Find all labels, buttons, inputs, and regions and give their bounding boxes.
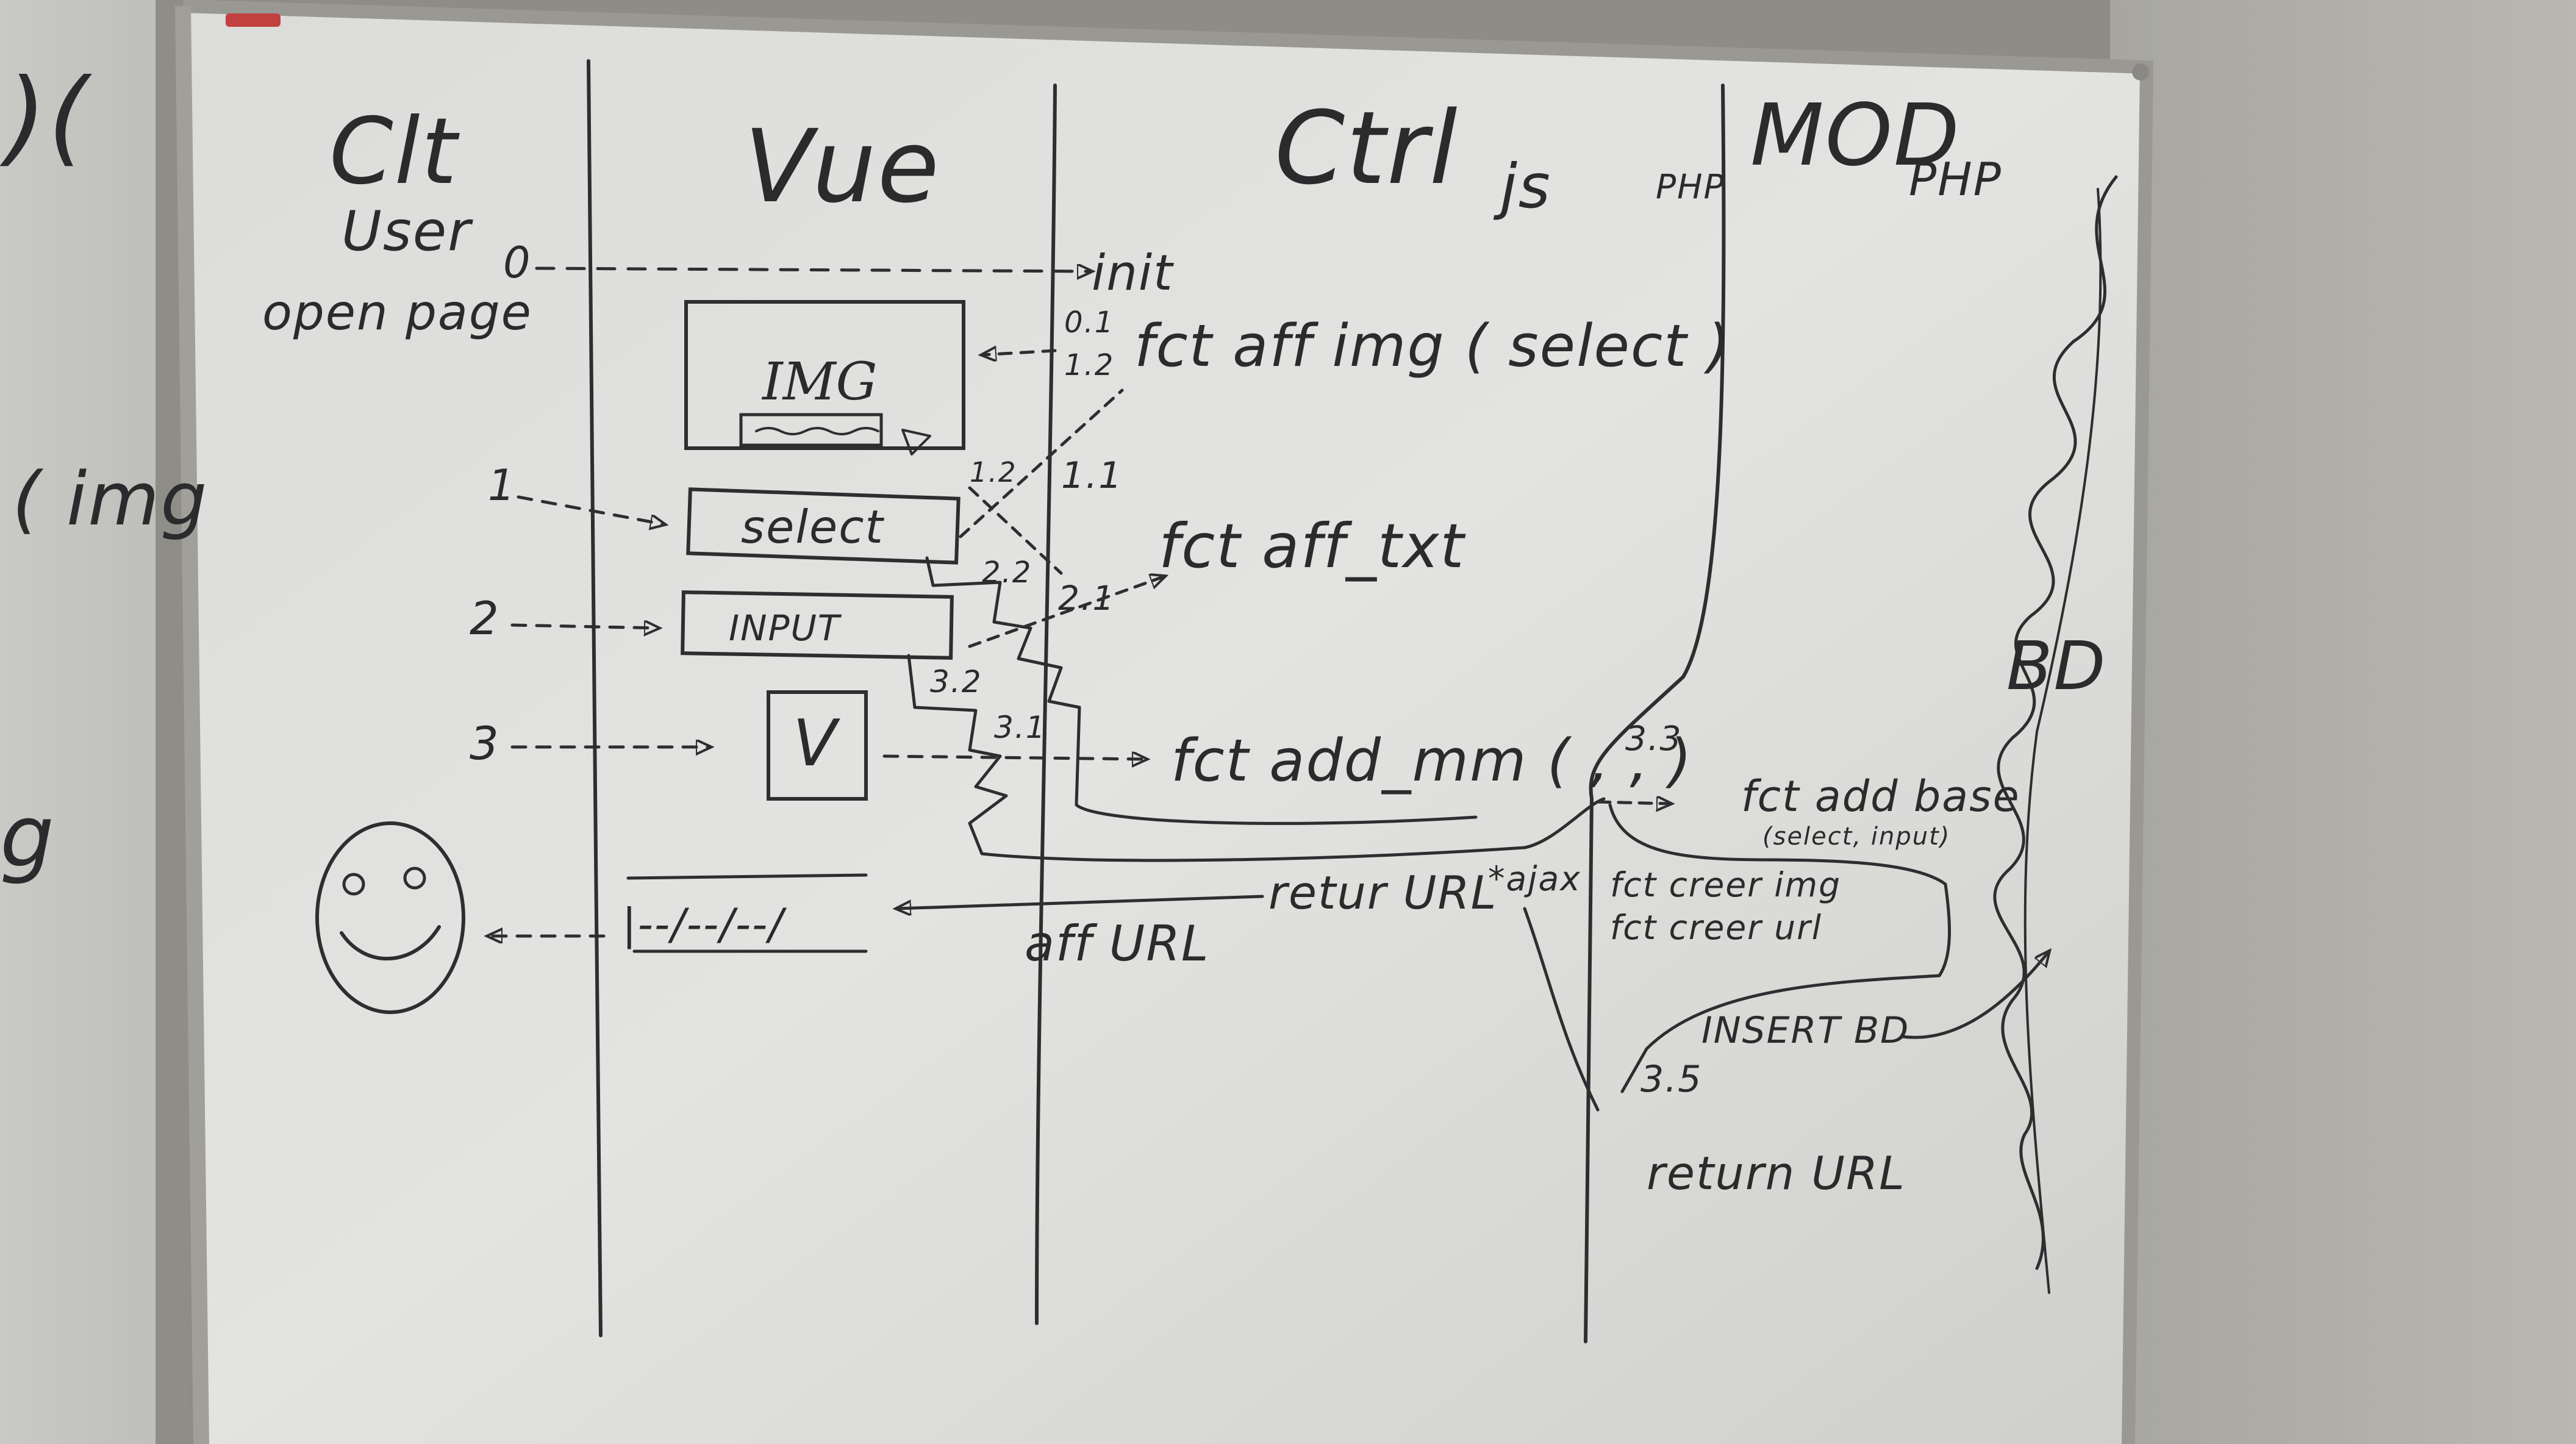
step-1-2b-label: 1.2 (970, 456, 1017, 488)
img-corner-arrow (901, 429, 931, 456)
ajax-label: *ajax (1488, 859, 1581, 898)
step-1-label: 1 (488, 460, 517, 510)
left-board (0, 0, 183, 1444)
red-marker (226, 13, 281, 27)
input-flow-zigzag (907, 654, 1606, 862)
add-mm-to-add-base-arrow (1596, 802, 1671, 804)
step-0-label: 0 (503, 238, 532, 288)
model-return-url-label: return URL (1647, 1146, 1906, 1200)
column-header-mod-php: PHP (1909, 152, 2002, 206)
step-3-2-label: 3.2 (930, 664, 982, 699)
aff-img-arrow (982, 351, 1057, 355)
step-2-2-label: 2.2 (982, 556, 1032, 590)
select-arrow (517, 495, 665, 524)
wall-background (2110, 0, 2576, 1444)
fct-creer-url-label: fct creer url (1610, 908, 1822, 947)
input-to-aff-txt-arrow (968, 576, 1165, 648)
init-arrow (535, 268, 1092, 271)
database-edge-line (2023, 188, 2102, 1294)
column-header-ctrl: Ctrl (1275, 90, 1459, 207)
column-header-mod: MOD (1750, 86, 1961, 185)
column-header-ctrl-js: js (1493, 151, 1551, 222)
url-bar-top-line (626, 873, 868, 880)
img-box (684, 300, 965, 450)
url-bar-label: |--/--/--/ (622, 899, 787, 949)
divider-clt-vue (587, 59, 603, 1337)
left-fragment-bottom: g (0, 787, 55, 887)
validate-box (767, 690, 868, 801)
left-fragment-top: )( (0, 57, 92, 177)
validate-box-label: V (793, 706, 840, 781)
fct-add-mm-label: fct add_mm ( , , ) (1171, 727, 1693, 795)
input-arrow (510, 625, 659, 628)
select-box-label: select (741, 500, 884, 554)
step-3-3-label: 3.3 (1625, 719, 1682, 758)
validate-to-add-mm-arrow (882, 756, 1147, 759)
select-to-ctrl-arrow (959, 388, 1124, 538)
client-user-label: User (342, 199, 473, 263)
init-label: init (1092, 245, 1174, 301)
user-smiley-icon (315, 821, 465, 1014)
img-caption-box (739, 413, 883, 447)
step-1-2-label: 1.2 (1064, 348, 1114, 382)
column-header-ctrl-php: PHP (1656, 167, 1725, 206)
return-url-arrow (896, 895, 1264, 909)
database-label: BD (2006, 627, 2106, 705)
divider-ctrl-mod (1584, 84, 1726, 1343)
fct-creer-img-label: fct creer img (1610, 865, 1841, 904)
board-frame-left (175, 5, 209, 1444)
step-3-1-label: 3.1 (994, 710, 1046, 745)
input-box (681, 590, 954, 660)
insert-bd-label: INSERT BD (1701, 1009, 1909, 1052)
input-box-label: INPUT (729, 607, 842, 649)
step-3-label: 3 (470, 717, 500, 770)
ajax-loop-path (1608, 803, 1952, 1093)
fct-aff-img-label: fct aff img ( select ) (1134, 313, 1731, 380)
step-1-1-label: 1.1 (1061, 454, 1123, 497)
frame-screw (2132, 63, 2149, 80)
select-box (686, 487, 961, 565)
database-squiggle (1993, 175, 2118, 1270)
select-dotted-cross (968, 486, 1063, 575)
insert-bd-arrow (1901, 951, 2049, 1039)
step-0-1-label: 0.1 (1064, 306, 1114, 340)
return-url-label: retur URL (1268, 866, 1497, 920)
step-2-label: 2 (470, 592, 500, 645)
column-header-vue: Vue (744, 108, 940, 225)
divider-vue-ctrl (1035, 84, 1057, 1325)
fct-aff-txt-label: fct aff_txt (1159, 510, 1466, 582)
img-caption-squiggle (755, 427, 879, 435)
aff-url-label: aff URL (1025, 915, 1210, 972)
left-fragment-mid: ( img (12, 457, 208, 542)
client-open-page-label: open page (262, 284, 532, 341)
main-whiteboard (183, 6, 2147, 1444)
column-header-clt: Clt (329, 99, 460, 205)
fct-add-base-label: fct add base (1741, 771, 2020, 821)
ajax-return-path (1523, 907, 1600, 1112)
img-box-label: IMG (761, 352, 878, 412)
fct-add-base-args: (select, input) (1762, 823, 1950, 851)
select-flow-zigzag (925, 556, 1478, 825)
step-3-5-label: 3.5 (1640, 1058, 1702, 1101)
